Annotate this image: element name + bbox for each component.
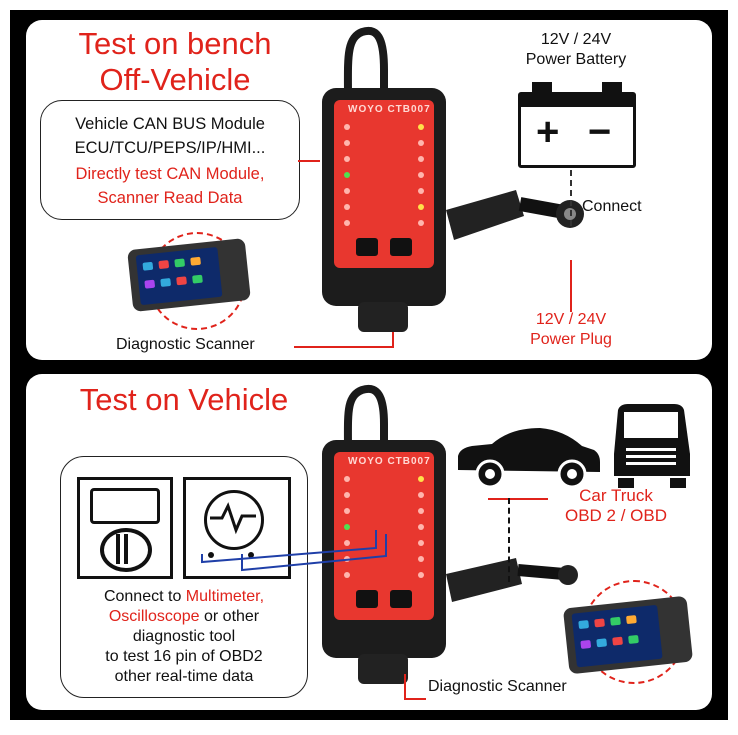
tool-line5: other real-time data: [114, 668, 254, 685]
connect-dashed-line: [570, 170, 572, 226]
plug-red-line: [570, 260, 572, 312]
callout-line4: Scanner Read Data: [97, 189, 243, 207]
device-cable-top: [343, 26, 388, 99]
scanner-label-top: Diagnostic Scanner: [116, 336, 255, 353]
vehicle-connector: [488, 498, 548, 500]
tool-line1-a: Connect to: [103, 588, 186, 605]
plug-label-1: 12V / 24V: [535, 311, 607, 328]
oscilloscope-icon: [183, 477, 291, 579]
obd-cable-2: [446, 558, 578, 602]
tool-line1: Connect to Multimeter,: [61, 587, 307, 607]
bench-test-panel: Test on bench Off-Vehicle Vehicle CAN BU…: [26, 20, 712, 360]
device-obd-plug: [358, 302, 408, 332]
tool-line2-a: Oscilloscope: [108, 608, 200, 625]
plug-label-2: Power Plug: [530, 331, 612, 348]
device-face-2: WOYO CTB007: [334, 452, 434, 620]
diagnostic-scanner-image: [127, 238, 251, 312]
battery-minus: −: [588, 110, 612, 154]
callout-line3: Directly test CAN Module,: [75, 165, 265, 183]
vehicle-label-2: OBD 2 / OBD: [564, 506, 668, 525]
power-cable: [446, 190, 584, 240]
tool-line1-b: Multimeter,: [185, 588, 265, 605]
callout-connector: [298, 160, 320, 162]
tool-line4: to test 16 pin of OBD2: [105, 648, 263, 665]
callout-line2: ECU/TCU/PEPS/IP/HMI...: [74, 139, 266, 157]
scanner-connector-h2: [404, 698, 426, 700]
vehicle-title: Test on Vehicle: [79, 382, 289, 417]
breakout-box-device: WOYO CTB007: [322, 88, 446, 306]
tool-line3: diagnostic tool: [132, 628, 236, 645]
device-cable-bottom: [343, 384, 388, 453]
battery-plus: +: [536, 110, 560, 154]
battery-label-1: 12V / 24V: [540, 31, 612, 48]
callout-line1: Vehicle CAN BUS Module: [75, 115, 265, 133]
car-icon: [458, 428, 600, 489]
vehicle-label-1: Car Truck: [579, 486, 653, 505]
vehicle-test-panel: Test on Vehicle WOYO CTB007: [26, 374, 712, 710]
truck-icon: [614, 404, 690, 488]
scanner-connector-v: [392, 332, 394, 348]
can-module-callout: Vehicle CAN BUS Module ECU/TCU/PEPS/IP/H…: [40, 100, 300, 220]
tool-line2: Oscilloscope or other: [61, 607, 307, 627]
diagnostic-scanner-image-2: [562, 595, 694, 675]
probe-wires: [201, 530, 387, 572]
device-brand: WOYO CTB007: [348, 104, 431, 115]
device-face: WOYO CTB007: [334, 100, 434, 268]
multimeter-icon: [77, 477, 173, 579]
scanner-connector-v2: [404, 674, 406, 700]
scanner-connector-h: [294, 346, 392, 348]
bench-title-line2: Off-Vehicle: [99, 62, 251, 97]
tool-line2-b: or other: [199, 608, 260, 625]
device-brand-2: WOYO CTB007: [348, 456, 431, 467]
vehicle-dashed-line: [508, 498, 510, 582]
battery-icon: + −: [518, 82, 636, 168]
battery-label-2: Power Battery: [525, 51, 627, 68]
bench-title-line1: Test on bench: [78, 26, 272, 61]
instruments-callout: Connect to Multimeter, Oscilloscope or o…: [60, 456, 308, 698]
connect-label: Connect: [582, 198, 642, 215]
device-obd-plug-2: [358, 654, 408, 684]
scanner-label-bottom: Diagnostic Scanner: [428, 678, 567, 695]
breakout-box-device-2: WOYO CTB007: [322, 440, 446, 658]
